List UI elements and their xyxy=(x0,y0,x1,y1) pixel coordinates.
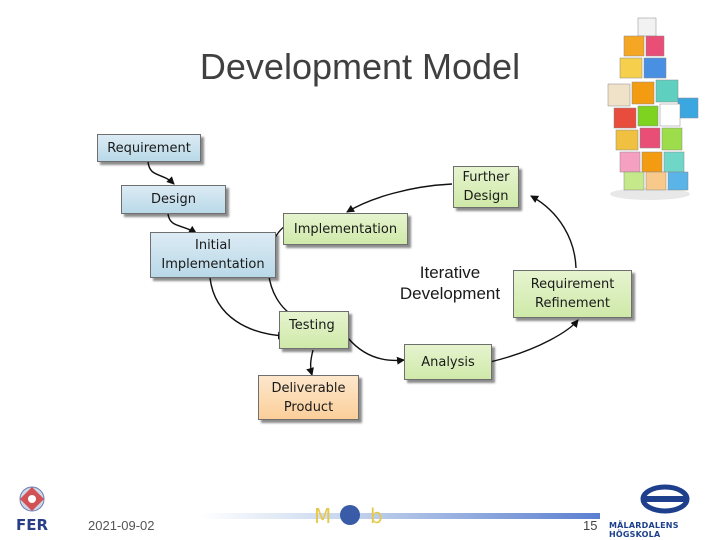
arrow-further-design-to-implementation xyxy=(346,183,453,213)
fer-logo xyxy=(19,486,45,512)
svg-text:M: M xyxy=(314,504,331,528)
arrow-initial-implementation-to-testing xyxy=(209,277,286,340)
iterative-development-label: Iterative Development xyxy=(399,263,501,303)
initial-implementation-box: Initial Implementation xyxy=(150,232,276,278)
footer-divider xyxy=(200,513,600,519)
deliverable-product-box: Deliverable Product xyxy=(258,375,359,420)
arrow-testing-to-deliverable xyxy=(306,349,314,376)
further-design-box: Further Design xyxy=(453,166,519,208)
analysis-box: Analysis xyxy=(404,344,492,380)
mdh-center-logo: M b xyxy=(314,504,383,528)
footer-date: 2021-09-02 xyxy=(88,518,155,533)
page-number: 15 xyxy=(583,518,598,533)
fer-logo-text: FER xyxy=(16,516,49,534)
design-box: Design xyxy=(121,185,226,214)
toy-blocks-illustration xyxy=(607,17,699,200)
requirement-box: Requirement xyxy=(97,134,201,162)
arrow-requirement-to-design xyxy=(147,161,175,185)
requirement-refinement-box: Requirement Refinement xyxy=(513,270,632,318)
slide-title: Development Model xyxy=(199,46,521,87)
svg-text:b: b xyxy=(370,504,383,528)
arrow-design-to-initial-implementation xyxy=(167,213,197,234)
implementation-box: Implementation xyxy=(283,213,408,245)
arrow-testing-to-analysis xyxy=(347,337,405,365)
arrow-analysis-to-refinement xyxy=(489,319,579,363)
malardalen-logo-text: MÄLARDALENS HÖGSKOLA xyxy=(609,521,679,539)
malardalen-logo-icon xyxy=(640,484,690,514)
arrow-refinement-to-further-design xyxy=(530,195,577,269)
testing-box: Testing xyxy=(279,311,349,349)
